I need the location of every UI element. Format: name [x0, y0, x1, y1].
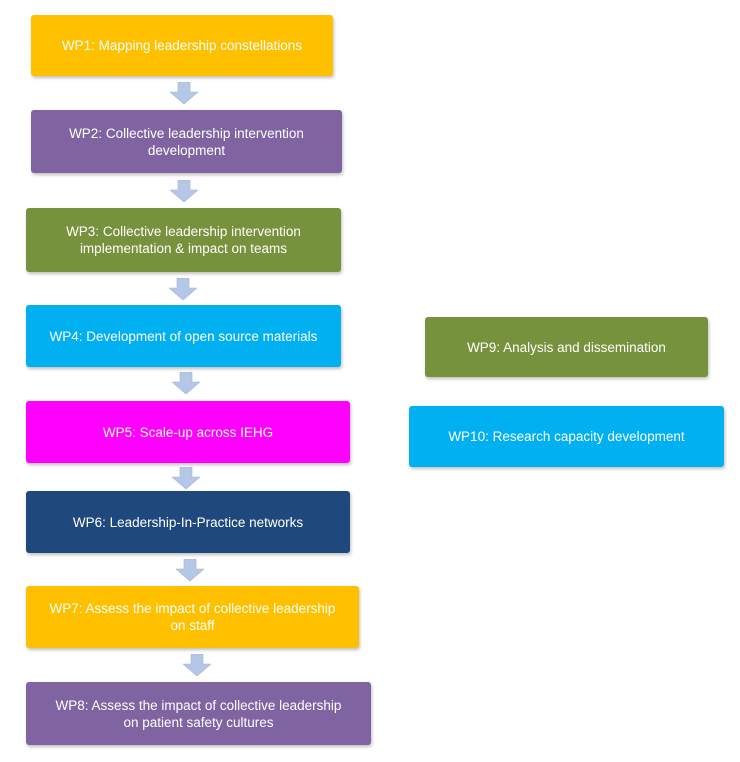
wp7-box: WP7: Assess the impact of collective lea…: [26, 586, 359, 648]
arrow-down-icon: [170, 180, 198, 202]
wp4-box: WP4: Development of open source material…: [26, 305, 341, 367]
wp7-label: WP7: Assess the impact of collective lea…: [49, 601, 336, 633]
wp1-box: WP1: Mapping leadership constellations: [31, 15, 333, 76]
wp5-box: WP5: Scale-up across IEHG: [26, 401, 350, 463]
wp2-box: WP2: Collective leadership intervention …: [31, 110, 342, 173]
wp9-label: WP9: Analysis and dissemination: [467, 339, 666, 355]
wp3-label: WP3: Collective leadership intervention …: [66, 224, 301, 256]
arrow-down-icon: [176, 559, 204, 581]
wp10-label: WP10: Research capacity development: [448, 429, 685, 444]
arrow-down-icon: [169, 278, 197, 300]
wp1-label: WP1: Mapping leadership constellations: [61, 38, 303, 53]
arrow-down-icon: [170, 82, 198, 104]
arrow-down-icon: [172, 467, 200, 489]
wp5-label: WP5: Scale-up across IEHG: [102, 424, 274, 440]
wp4-label: WP4: Development of open source material…: [49, 328, 318, 344]
wp9-box: WP9: Analysis and dissemination: [425, 317, 708, 377]
wp6-box: WP6: Leadership-In-Practice networks: [26, 491, 350, 553]
wp10-box: WP10: Research capacity development: [409, 406, 724, 467]
wp3-box: WP3: Collective leadership intervention …: [26, 208, 341, 272]
wp6-label: WP6: Leadership-In-Practice networks: [72, 514, 304, 530]
wp8-box: WP8: Assess the impact of collective lea…: [26, 682, 371, 745]
wp2-label: WP2: Collective leadership intervention …: [69, 125, 304, 158]
arrow-down-icon: [172, 372, 200, 394]
arrow-down-icon: [183, 654, 211, 676]
wp8-label: WP8: Assess the impact of collective lea…: [55, 697, 342, 730]
